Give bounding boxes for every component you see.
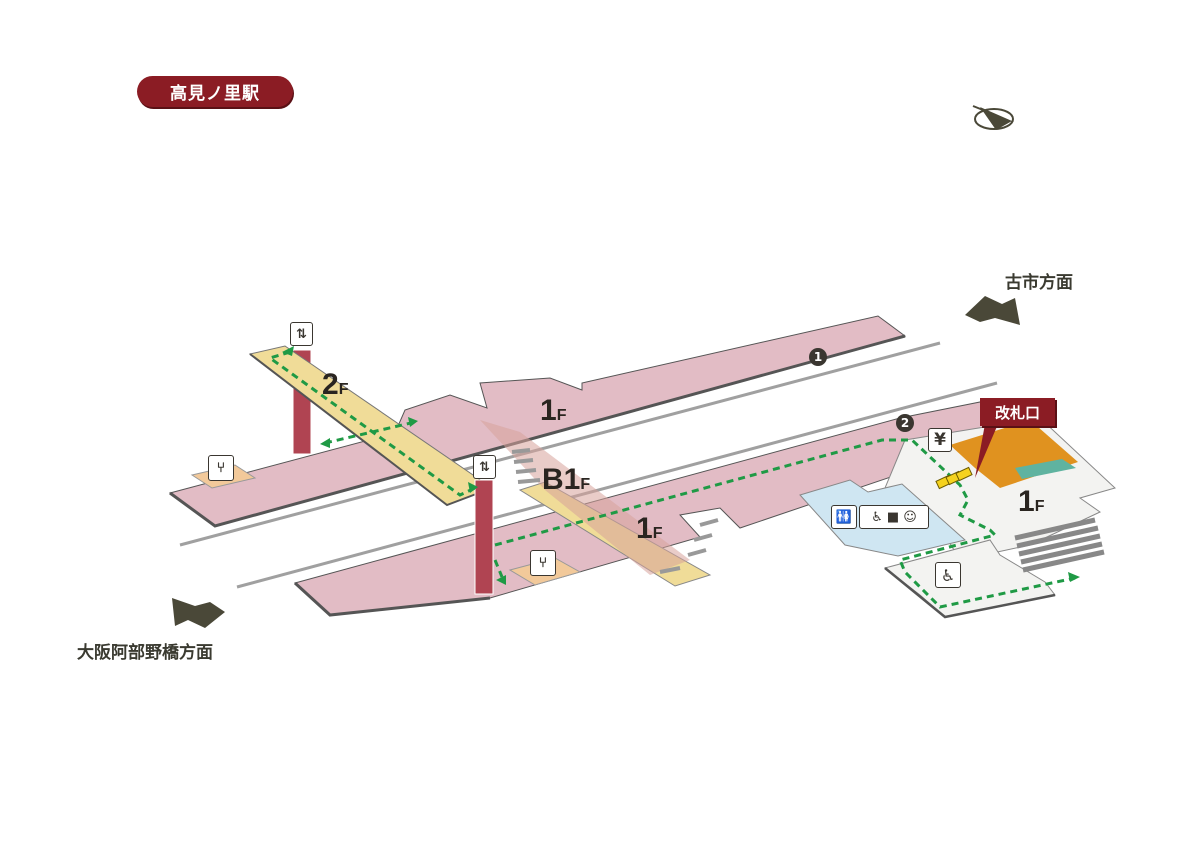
arrow-east-icon — [965, 296, 1020, 325]
wheelchair-ramp-icon: ♿ — [935, 562, 961, 588]
station-title: 高見ノ里駅 — [137, 76, 293, 107]
arrow-west-icon — [172, 598, 225, 628]
gate-pointer — [975, 424, 998, 478]
elevator-shaft-2 — [474, 479, 494, 595]
baby-changing-icon: ☺ — [903, 509, 917, 525]
route-arrowheads — [282, 346, 1080, 585]
floor-label-b1f: B1F — [542, 463, 591, 496]
ticket-gate-label: 改札口 — [980, 398, 1055, 426]
stairs-b1 — [511, 448, 719, 574]
toilet-facilities-icon: ♿ ■ ☺ — [859, 505, 929, 529]
platform-number-1: 1 — [809, 348, 827, 366]
fare-machine-icon: ¥ — [928, 428, 952, 452]
ostomate-icon: ■ — [886, 509, 900, 525]
restroom-icon: 🚻 — [831, 505, 857, 529]
ticket-gates — [935, 466, 973, 490]
floor-label-1f-platform1: 1F — [540, 394, 567, 427]
elevator-icon: ⇅ — [473, 455, 496, 479]
waiting-seat-icon: ⑂ — [208, 455, 234, 481]
waiting-seat-icon: ⑂ — [530, 550, 556, 576]
track-2 — [236, 381, 998, 589]
direction-west-label: 大阪阿部野橋方面 — [77, 643, 213, 663]
elevator-icon: ⇅ — [290, 322, 313, 346]
accessible-toilet-icon: ♿ — [871, 509, 883, 525]
track-1 — [179, 341, 941, 547]
floor-label-1f-platform2: 1F — [636, 512, 663, 545]
gate-inner-area — [1015, 459, 1076, 479]
compass-icon — [972, 105, 1014, 130]
accessible-route — [266, 350, 1076, 609]
platform-number-2: 2 — [896, 414, 914, 432]
direction-east-label: 古市方面 — [1005, 273, 1073, 293]
floor-label-1f-concourse: 1F — [1018, 485, 1045, 518]
stairs-right — [1014, 517, 1105, 573]
floor-label-2f: 2F — [322, 368, 349, 401]
